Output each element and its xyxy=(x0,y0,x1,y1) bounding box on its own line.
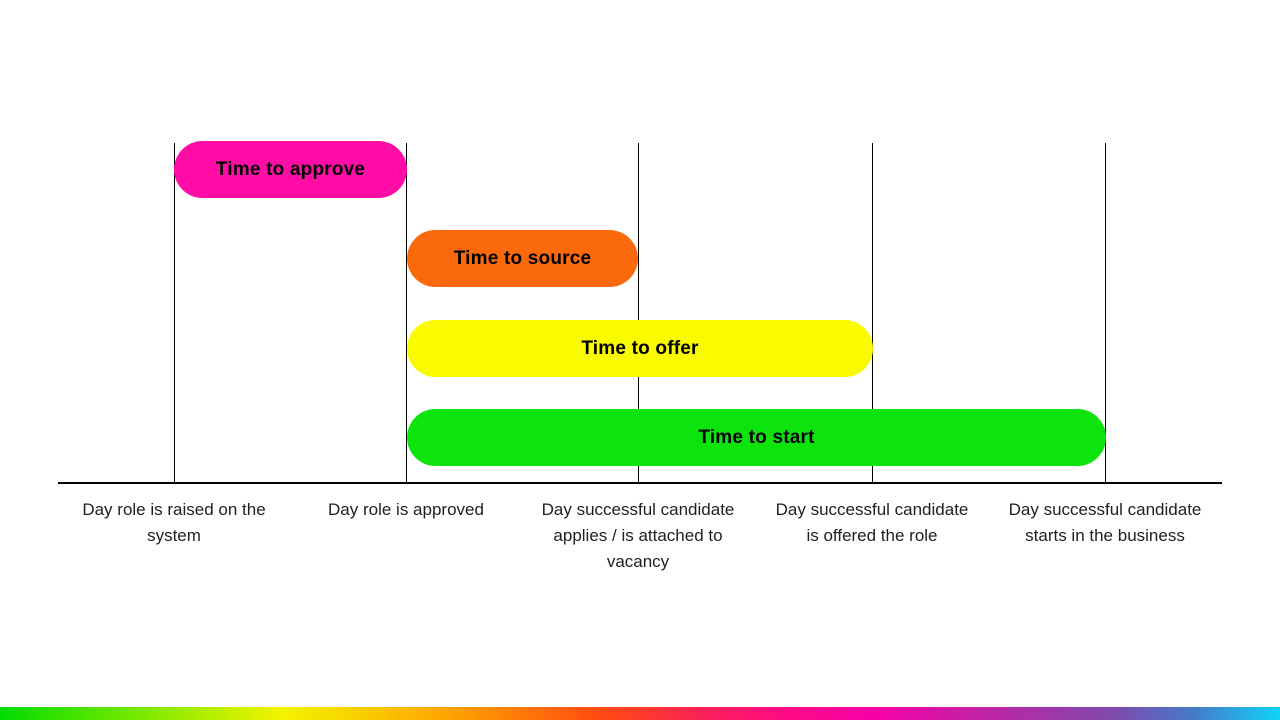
milestone-label: Day role is raised on the system xyxy=(82,500,266,545)
milestone-gridline xyxy=(1105,143,1106,483)
milestone-gridline xyxy=(872,143,873,483)
milestone-label: Day successful candidate is offered the … xyxy=(775,500,969,545)
bar-label: Time to source xyxy=(453,247,592,269)
milestone-gridline xyxy=(406,143,407,483)
bar-label: Time to offer xyxy=(581,337,699,359)
bar-time-to-start: Time to start xyxy=(407,409,1106,466)
bar-time-to-source: Time to source xyxy=(407,230,638,287)
milestone-label: Day successful candidate applies / is at… xyxy=(541,500,735,571)
milestone-gridline xyxy=(638,143,639,483)
axis-baseline xyxy=(58,482,1222,484)
bar-time-to-offer: Time to offer xyxy=(407,320,873,377)
rainbow-footer-bar xyxy=(0,707,1280,720)
bar-label: Time to start xyxy=(698,426,815,448)
milestone-label: Day role is approved xyxy=(328,500,484,519)
bar-label: Time to approve xyxy=(215,158,366,180)
milestone-gridline xyxy=(174,143,175,483)
milestone-label: Day successful candidate starts in the b… xyxy=(1008,500,1202,545)
bar-time-to-approve: Time to approve xyxy=(174,141,407,198)
